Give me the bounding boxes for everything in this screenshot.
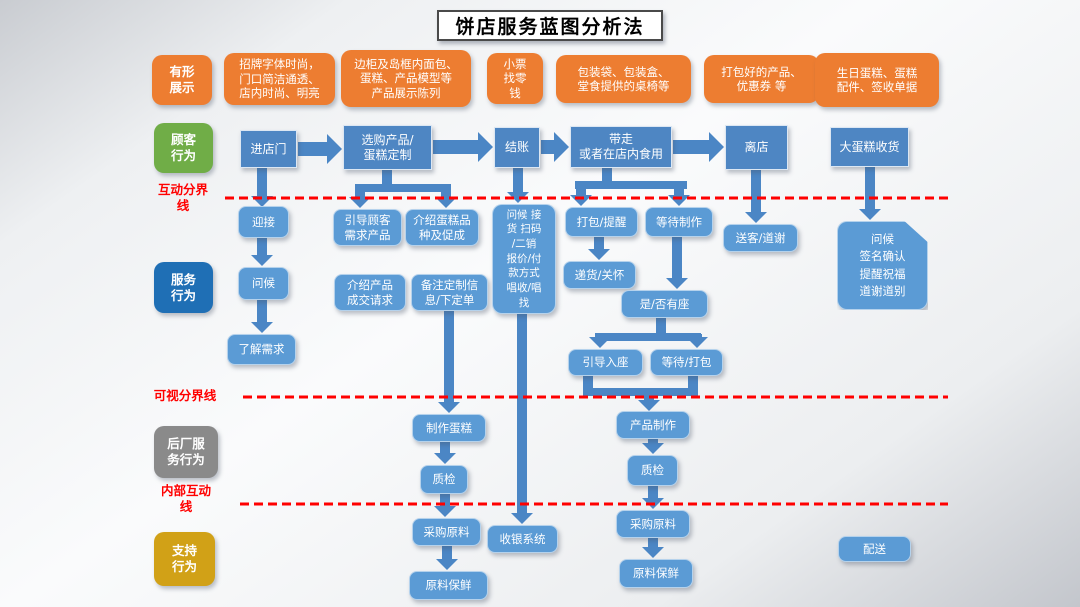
node-keep-fresh-right: 原料保鲜 <box>619 559 693 588</box>
node-enter-store: 进店门 <box>240 130 297 168</box>
tangible-storefront: 招牌字体时尚， 门口简洁通透、 店内时尚、明亮 <box>224 53 335 105</box>
node-note-custom-order: 备注定制信 息/下定单 <box>411 274 488 311</box>
node-checkout: 结账 <box>494 127 540 168</box>
node-purchase-materials-right: 采购原料 <box>616 510 690 538</box>
node-select-products: 选购产品/ 蛋糕定制 <box>343 125 432 170</box>
node-checkout-service: 问候 接 货 扫码 /二销 报价/付 款方式 唱收/唱 找 <box>492 204 556 314</box>
node-seat-available: 是/否有座 <box>621 290 708 318</box>
node-make-cake: 制作蛋糕 <box>412 414 486 442</box>
tangible-receipt-change: 小票 找零 钱 <box>487 53 543 104</box>
lane-label-tangible-evidence: 有形 展示 <box>152 55 212 105</box>
tangible-birthday-cake: 生日蛋糕、蛋糕 配件、签收单据 <box>815 53 939 107</box>
node-quality-check-right: 质检 <box>627 455 678 486</box>
node-takeaway-or-dinein: 带走 或者在店内食用 <box>570 126 672 168</box>
tangible-packaging: 包装袋、包装盒、 堂食提供的桌椅等 <box>556 55 691 103</box>
node-purchase-materials-left: 采购原料 <box>412 518 481 546</box>
node-deliver-care: 递货/关怀 <box>563 261 636 289</box>
node-guide-to-seat: 引导入座 <box>568 349 643 376</box>
node-quality-check-left: 质检 <box>420 465 468 494</box>
line-label-interaction: 互动分界 线 <box>157 182 208 214</box>
node-send-off: 送客/道谢 <box>723 224 798 252</box>
tangible-display-counter: 边柜及岛框内面包、 蛋糕、产品模型等 产品展示陈列 <box>341 50 471 107</box>
node-greet: 问候 <box>238 267 289 300</box>
node-wait-making: 等待制作 <box>645 207 713 237</box>
node-pos-system: 收银系统 <box>487 525 558 553</box>
node-leave-store: 离店 <box>725 125 788 170</box>
line-label-visibility: 可视分界线 <box>153 388 217 403</box>
lane-label-support: 支持 行为 <box>154 532 215 586</box>
node-introduce-product: 介绍产品 成交请求 <box>334 274 406 311</box>
tangible-packed-goods: 打包好的产品、 优惠券 等 <box>704 55 819 103</box>
node-guide-customer-needs: 引导顾客 需求产品 <box>333 209 402 246</box>
node-understand-needs: 了解需求 <box>227 334 296 365</box>
line-label-internal: 内部互动 线 <box>160 483 211 515</box>
lane-label-backstage: 后厂服 务行为 <box>154 426 218 478</box>
node-introduce-cake: 介绍蛋糕品 种及促成 <box>405 209 479 246</box>
node-make-product: 产品制作 <box>616 411 690 439</box>
node-delivery: 配送 <box>838 536 911 562</box>
page-title: 饼店服务蓝图分析法 <box>437 10 663 41</box>
node-welcome: 迎接 <box>238 206 289 238</box>
node-cake-handover: 问候 签名确认 提醒祝福 道谢道别 <box>837 221 928 310</box>
lane-label-service-actions: 服务 行为 <box>154 262 213 313</box>
lane-label-customer-actions: 顾客 行为 <box>154 123 213 173</box>
node-receive-big-cake: 大蛋糕收货 <box>830 127 909 167</box>
node-wait-or-pack: 等待/打包 <box>650 349 723 376</box>
node-pack-remind: 打包/提醒 <box>565 207 638 237</box>
node-keep-fresh-left: 原料保鲜 <box>409 571 488 600</box>
